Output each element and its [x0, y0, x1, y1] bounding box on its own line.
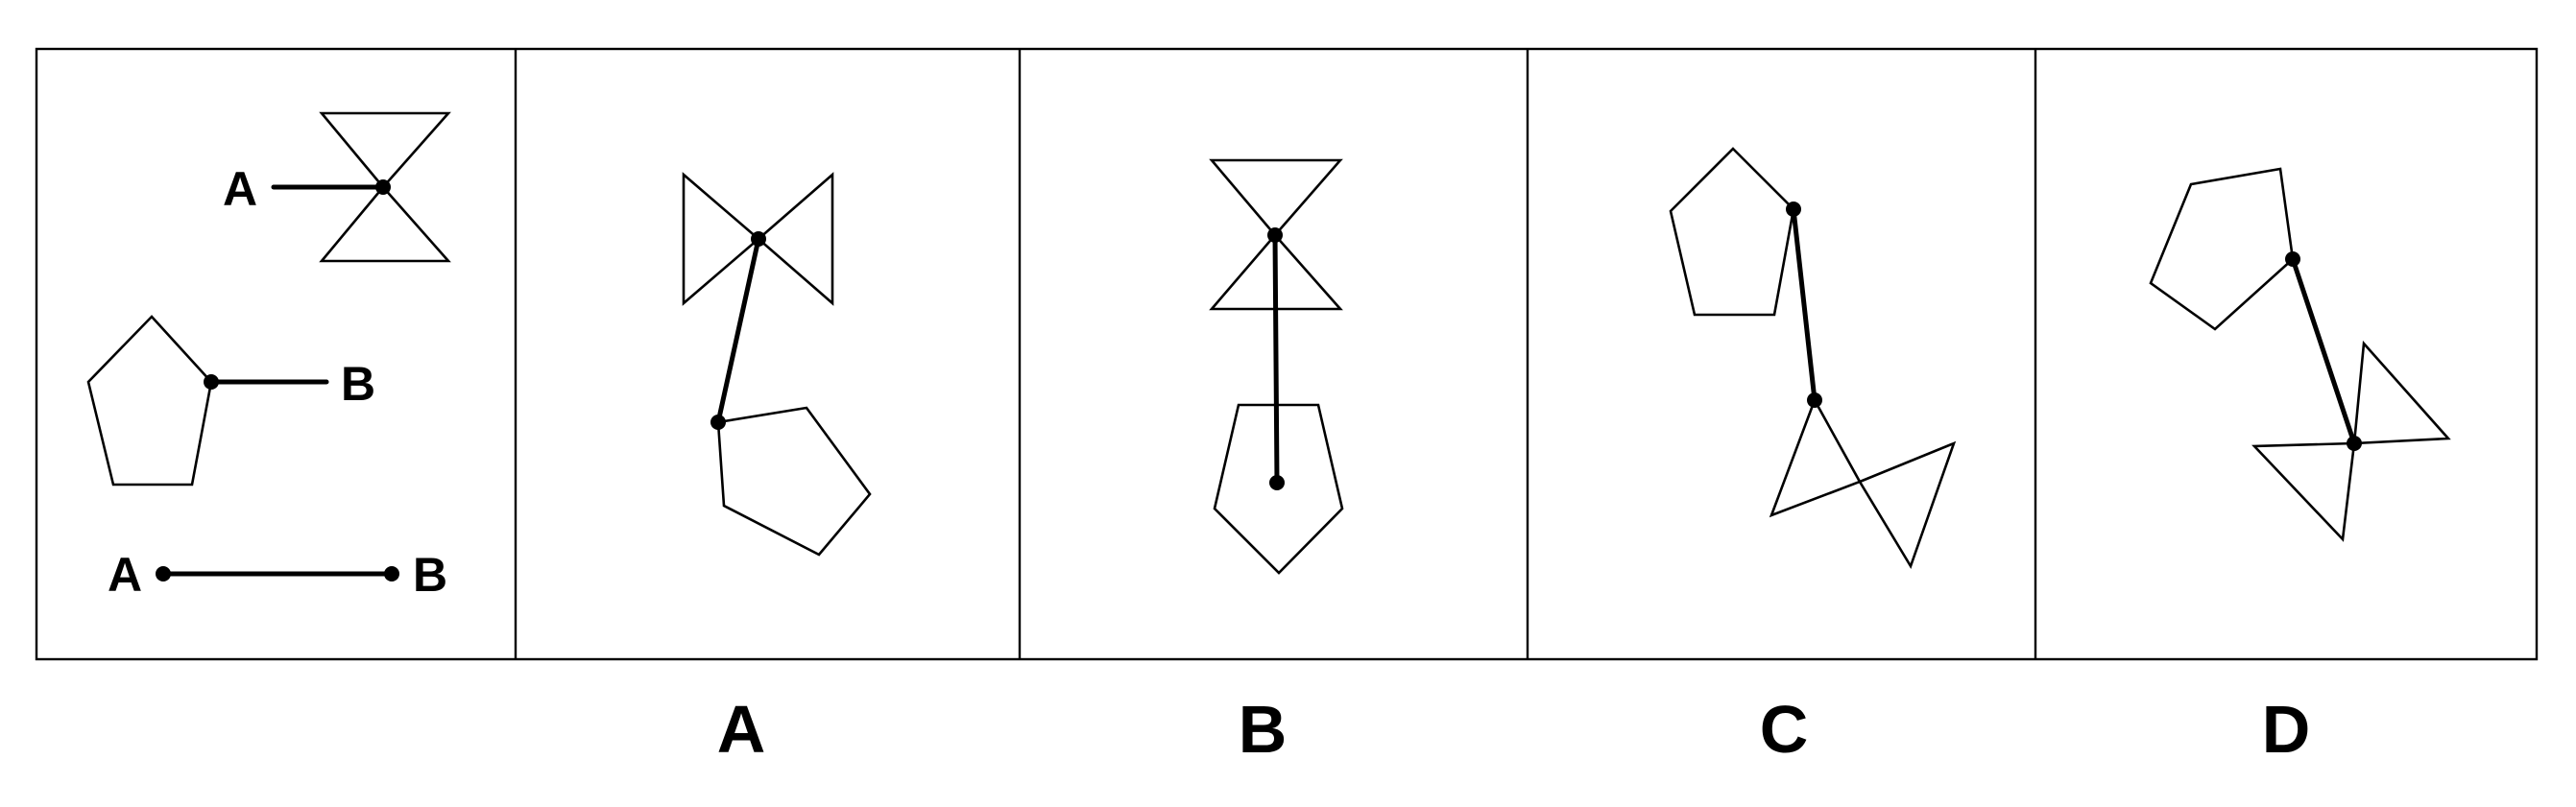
- option-a-figure[interactable]: [682, 172, 872, 557]
- label-b-mid: B: [341, 357, 375, 411]
- option-a-label[interactable]: A: [717, 692, 766, 767]
- endpoint-b-dot: [384, 566, 399, 582]
- option-c-pentagon: [1669, 147, 1795, 317]
- pentagon-shape: [86, 315, 213, 487]
- option-c-label[interactable]: C: [1760, 692, 1809, 767]
- option-c-figure[interactable]: [1669, 147, 1957, 570]
- option-b-pentagon: [1213, 403, 1344, 575]
- option-b-dot-1: [1267, 227, 1283, 243]
- option-d-bowtie: [2251, 340, 2451, 542]
- option-d-label[interactable]: D: [2262, 692, 2311, 767]
- option-c-dot-2: [1807, 392, 1822, 408]
- endpoint-a-dot: [156, 566, 171, 582]
- option-a-bowtie: [682, 172, 834, 306]
- label-a-top: A: [223, 162, 257, 216]
- option-c-dot-1: [1786, 202, 1801, 217]
- option-b-dot-2: [1269, 475, 1285, 490]
- option-b-label[interactable]: B: [1239, 692, 1288, 767]
- option-b-figure[interactable]: [1209, 158, 1344, 575]
- pentagon-joint-dot: [204, 374, 219, 390]
- option-d-dot-1: [2285, 251, 2300, 267]
- question-panel: A B A B: [86, 111, 451, 602]
- option-a-pentagon: [716, 406, 872, 557]
- bowtie-joint-dot: [375, 179, 391, 195]
- option-c-connector: [1791, 206, 1818, 403]
- option-b-connector: [1272, 232, 1280, 486]
- label-a-bottom: A: [108, 548, 142, 602]
- option-a-connector: [715, 236, 761, 425]
- option-d-connector: [2290, 256, 2357, 446]
- option-a-dot-2: [710, 415, 726, 430]
- option-d-figure[interactable]: [2149, 167, 2451, 542]
- bowtie-shape: [319, 111, 451, 263]
- option-d-dot-2: [2347, 436, 2362, 451]
- outer-frame: [35, 47, 2539, 661]
- label-b-bottom: B: [413, 548, 447, 602]
- option-d-pentagon: [2149, 167, 2295, 331]
- option-a-dot-1: [751, 231, 766, 247]
- option-c-bowtie: [1769, 396, 1957, 570]
